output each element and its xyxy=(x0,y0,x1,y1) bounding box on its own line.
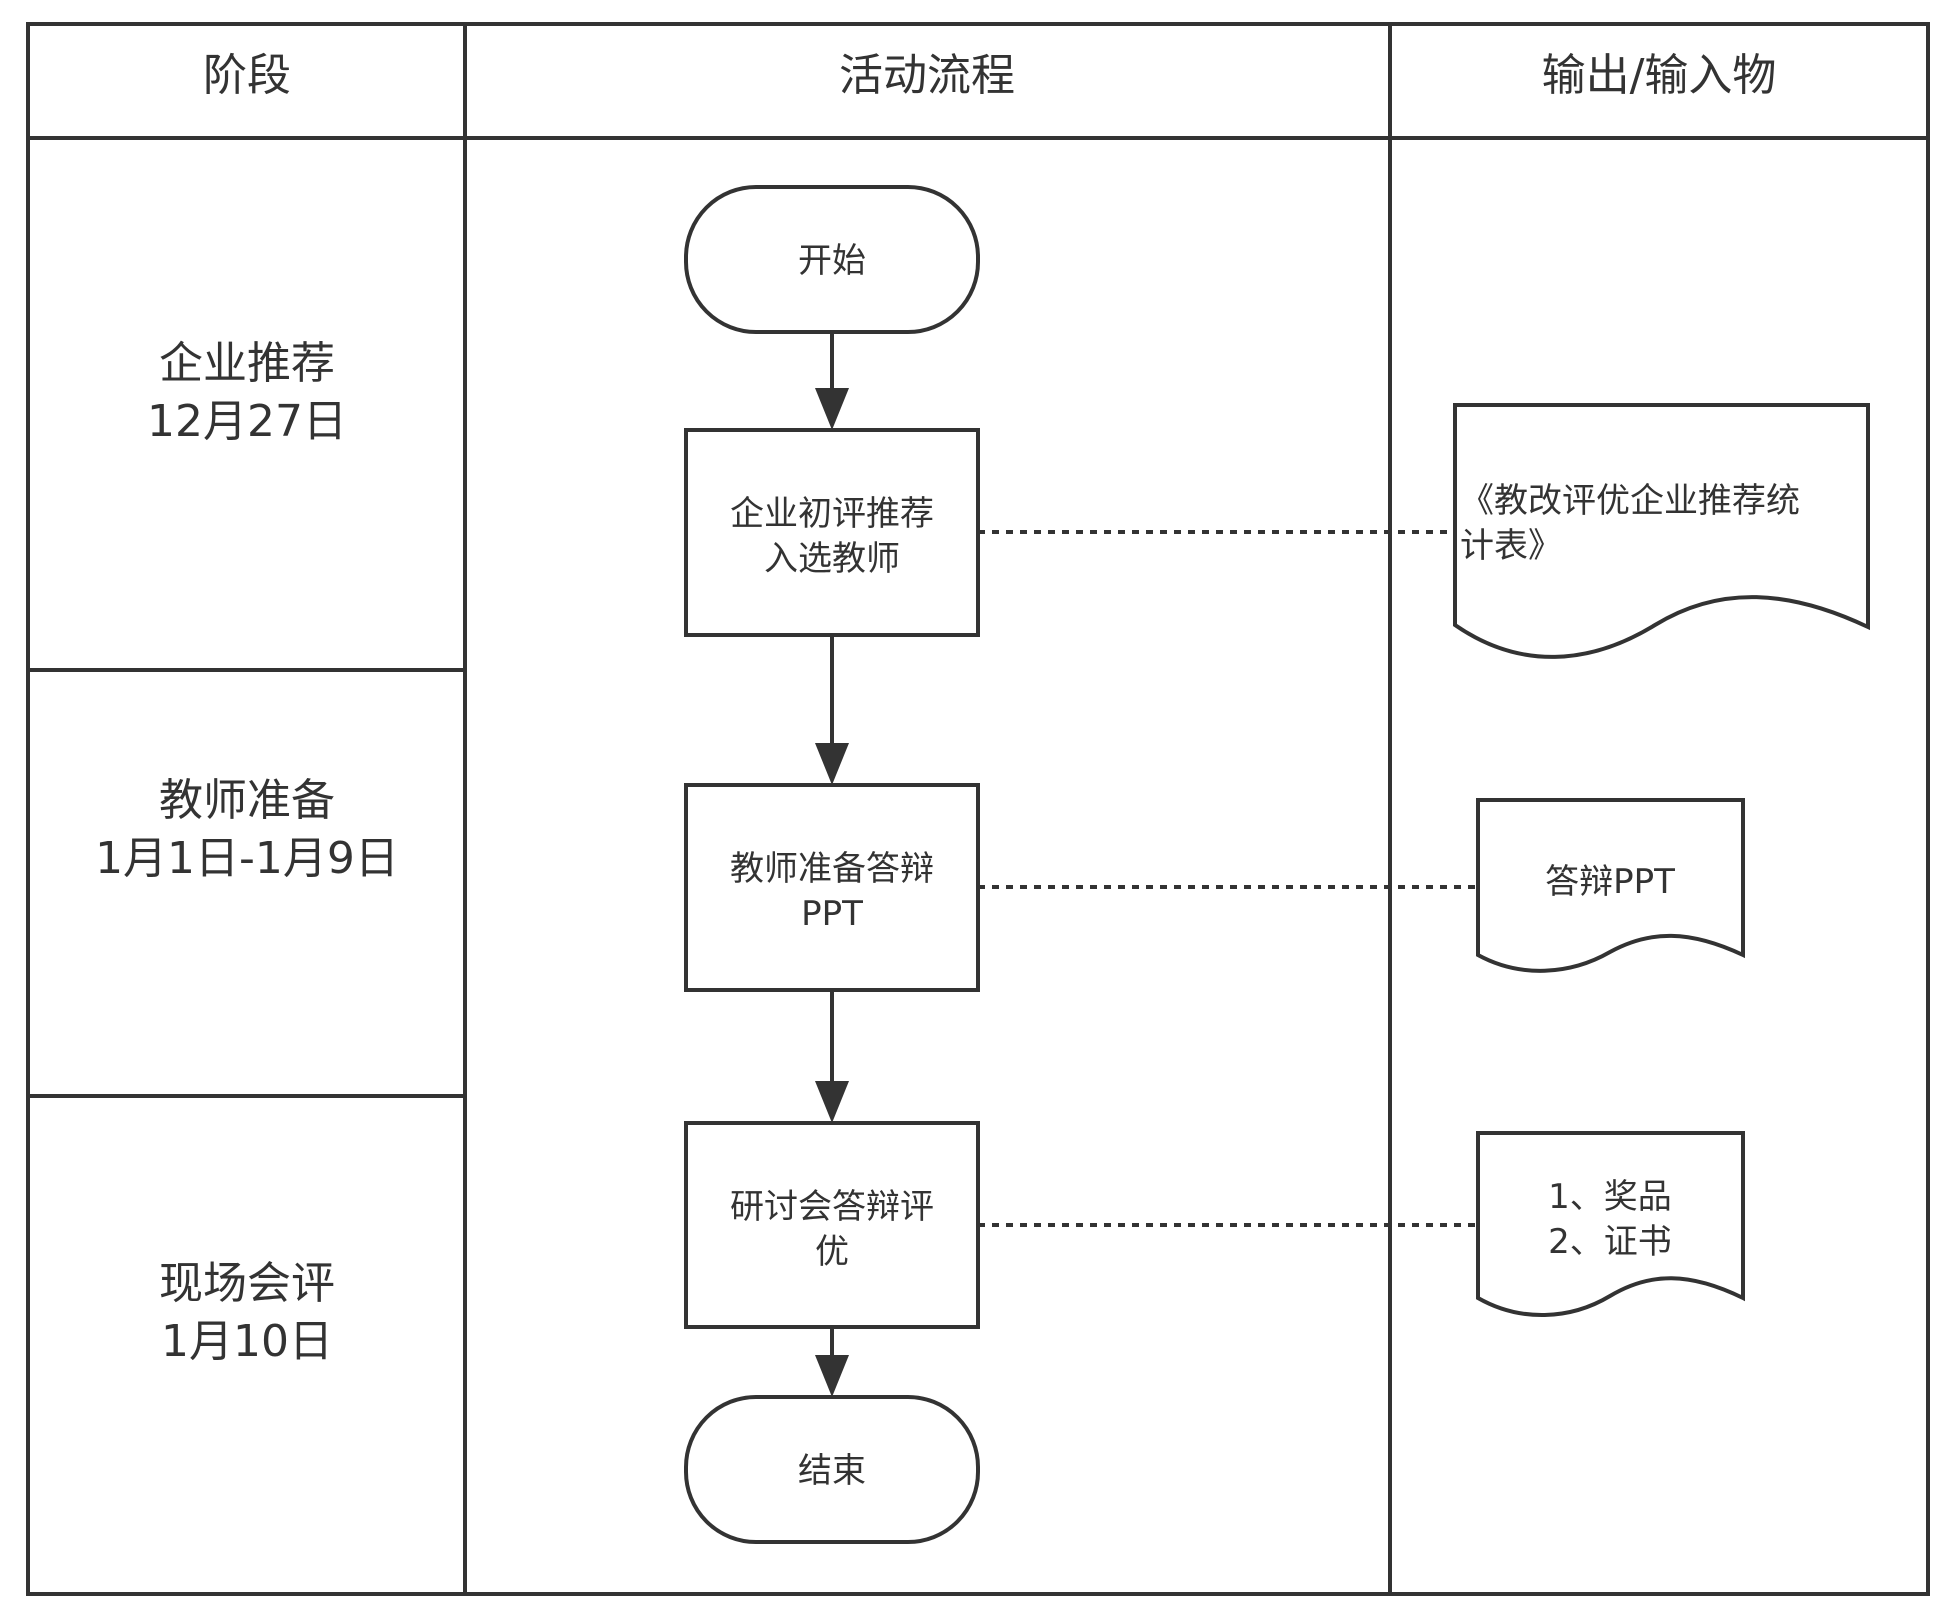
document-shape xyxy=(1453,403,1870,659)
header-activity: 活动流程 xyxy=(839,50,1015,101)
association-lines xyxy=(978,530,1478,1227)
document-line-1: 1、奖品 xyxy=(1548,1177,1672,1217)
step-line-1: 教师准备答辩 xyxy=(730,849,934,889)
terminator-shape xyxy=(684,185,980,334)
arrowhead xyxy=(815,1355,849,1397)
document-line-2: 2、证书 xyxy=(1548,1222,1672,1262)
arrowhead xyxy=(815,388,849,430)
document-line-2: 计表》 xyxy=(1460,526,1562,566)
phase-name: 教师准备 xyxy=(159,775,335,826)
start-terminator: 开始 xyxy=(684,185,980,334)
header-output: 输出/输入物 xyxy=(1542,50,1777,101)
step-line-1: 企业初评推荐 xyxy=(730,494,934,534)
flow-connectors xyxy=(815,332,849,1397)
step-line-2: 优 xyxy=(815,1232,849,1272)
phase-date: 1月10日 xyxy=(161,1316,333,1367)
start-label: 开始 xyxy=(798,241,866,281)
phase-date: 12月27日 xyxy=(147,396,347,447)
phase-enterprise-recommend: 企业推荐 12月27日 xyxy=(147,338,347,447)
document-line-1: 答辩PPT xyxy=(1545,862,1675,902)
phase-onsite-review: 现场会评 1月10日 xyxy=(159,1258,335,1367)
end-terminator: 结束 xyxy=(684,1395,980,1544)
table-frame xyxy=(26,22,1930,1596)
process-box xyxy=(684,428,980,637)
process-box xyxy=(684,783,980,992)
step-line-2: 入选教师 xyxy=(764,539,900,579)
document-shape xyxy=(1476,1131,1745,1318)
output-document-3: 1、奖品 2、证书 xyxy=(1476,1131,1745,1318)
process-step-3: 研讨会答辩评 优 xyxy=(684,1121,980,1329)
step-line-1: 研讨会答辩评 xyxy=(730,1187,934,1227)
process-step-1: 企业初评推荐 入选教师 xyxy=(684,428,980,637)
header-stage: 阶段 xyxy=(203,50,291,101)
arrowhead xyxy=(815,1081,849,1123)
phase-date: 1月1日-1月9日 xyxy=(95,833,399,884)
output-document-1: 《教改评优企业推荐统 计表》 xyxy=(1453,403,1870,659)
document-shape xyxy=(1476,798,1745,973)
process-box xyxy=(684,1121,980,1329)
process-step-2: 教师准备答辩 PPT xyxy=(684,783,980,992)
arrowhead xyxy=(815,743,849,785)
terminator-shape xyxy=(684,1395,980,1544)
document-line-1: 《教改评优企业推荐统 xyxy=(1460,481,1800,521)
end-label: 结束 xyxy=(798,1451,866,1491)
phase-name: 企业推荐 xyxy=(159,338,335,389)
step-line-2: PPT xyxy=(801,894,863,934)
output-document-2: 答辩PPT xyxy=(1476,798,1745,973)
phase-name: 现场会评 xyxy=(159,1258,335,1309)
table-border xyxy=(26,22,1930,1596)
phase-teacher-prepare: 教师准备 1月1日-1月9日 xyxy=(95,775,399,884)
